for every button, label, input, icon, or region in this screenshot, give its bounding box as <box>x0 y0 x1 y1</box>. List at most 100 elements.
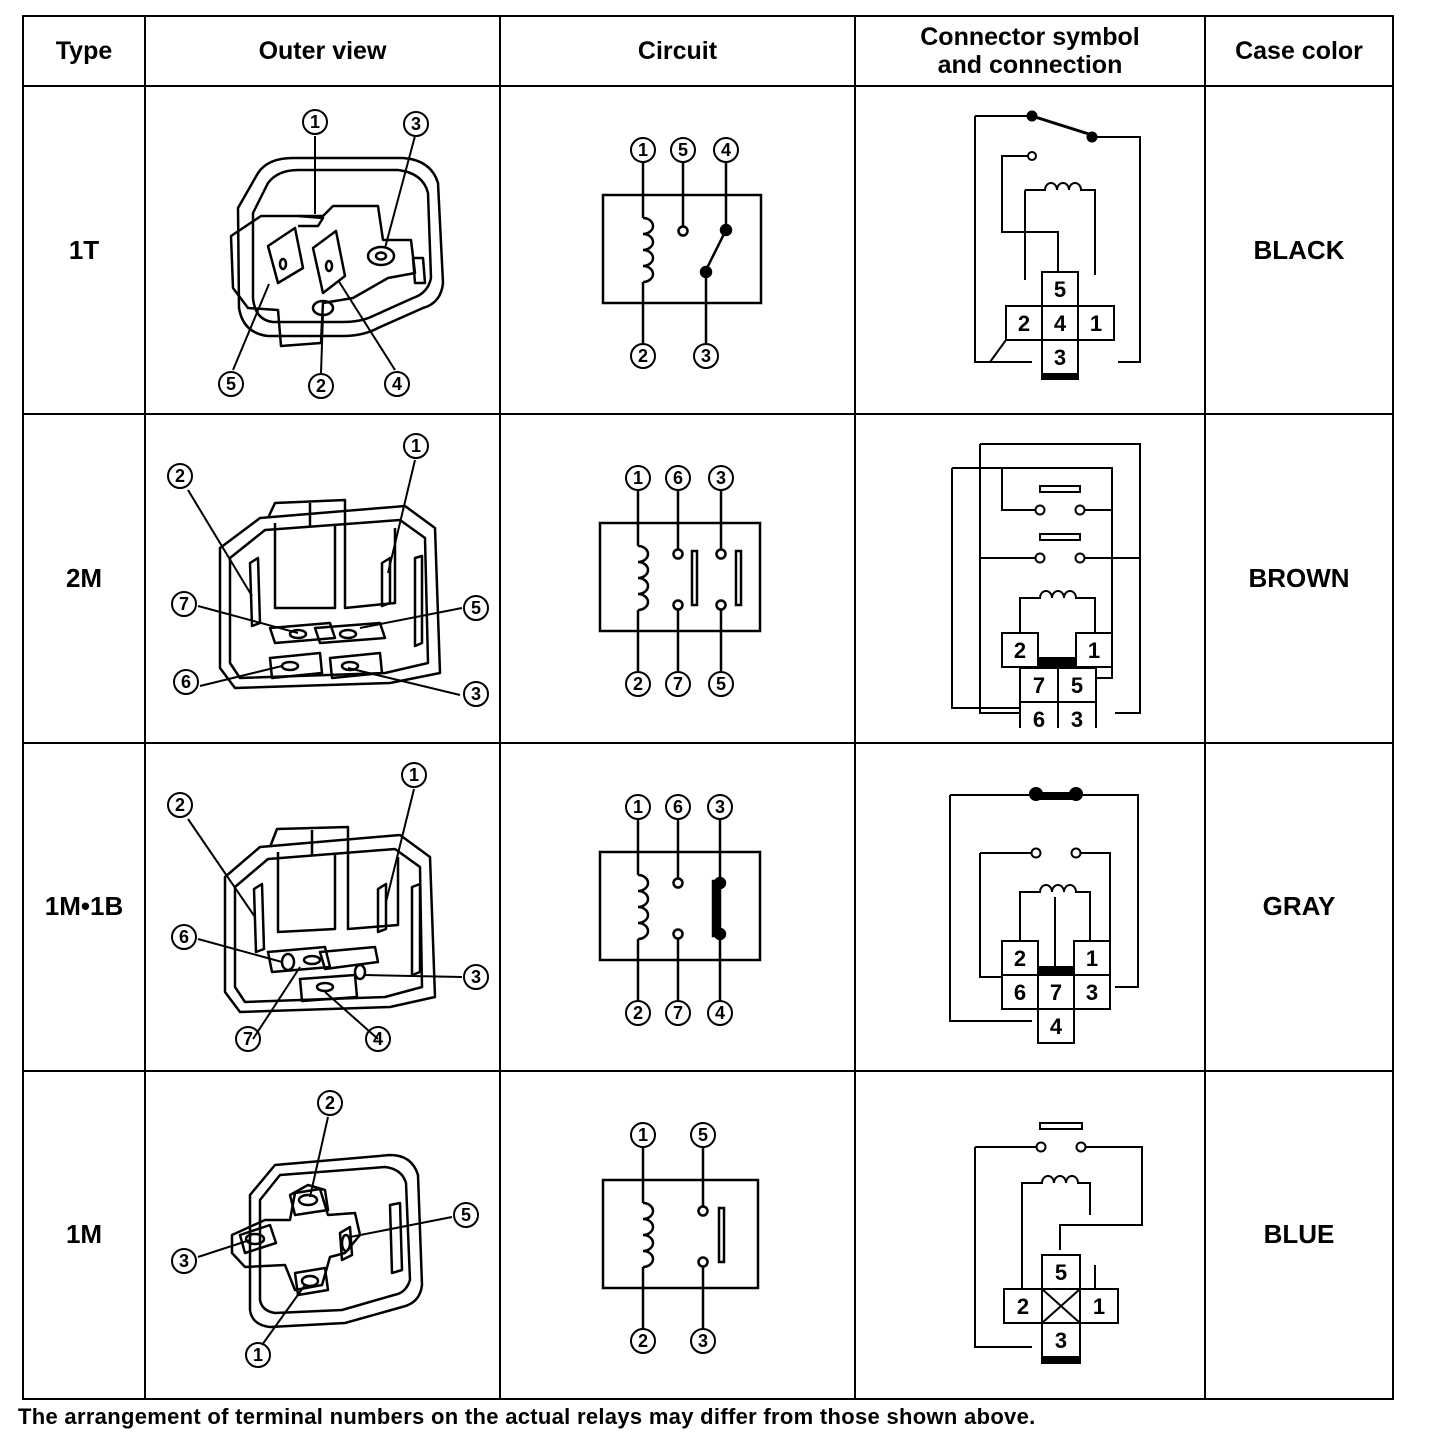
connector-terminal-label: 7 <box>1050 980 1062 1005</box>
outer-terminal-label: 2 <box>315 376 325 396</box>
outer-terminal-label: 5 <box>225 374 235 394</box>
outer-view-cell: 2 1 7 5 6 3 <box>144 413 501 744</box>
connector-terminal-label: 5 <box>1055 1260 1067 1285</box>
circuit-terminal-label: 7 <box>672 674 682 694</box>
relay-type-label: 1T <box>22 84 146 416</box>
case-color-label: BROWN <box>1204 413 1394 744</box>
relay-type-label: 1M <box>22 1069 146 1401</box>
circuit-terminal-label: 1 <box>637 140 647 160</box>
relay-type-label: 2M <box>22 413 146 744</box>
circuit-cell: 1 6 3 2 7 4 <box>499 741 856 1072</box>
connector-terminal-label: 1 <box>1090 311 1102 336</box>
circuit-terminal-label: 1 <box>632 468 642 488</box>
outer-terminal-label: 2 <box>175 795 185 815</box>
outer-view-drawing: 2 5 3 1 <box>171 1089 479 1368</box>
outer-terminal-label: 1 <box>253 1345 263 1365</box>
circuit-terminal-label: 1 <box>637 1125 647 1145</box>
connector-terminal-label: 4 <box>1050 1014 1063 1039</box>
circuit-cell: 1 5 4 2 3 <box>499 84 856 416</box>
case-color-label: GRAY <box>1204 741 1394 1072</box>
connector-terminal-label: 3 <box>1055 1328 1067 1353</box>
outer-terminal-label: 4 <box>391 374 401 394</box>
circuit-terminal-label: 4 <box>720 140 730 160</box>
connector-terminal-label: 2 <box>1014 946 1026 971</box>
circuit-terminal-label: 7 <box>672 1003 682 1023</box>
outer-terminal-label: 7 <box>179 594 189 614</box>
header-connector: Connector symbol and connection <box>854 15 1206 87</box>
outer-terminal-label: 1 <box>309 112 319 132</box>
connector-terminal-label: 6 <box>1033 707 1045 728</box>
circuit-terminal-label: 1 <box>632 797 642 817</box>
outer-view-cell: 1 2 6 3 7 4 <box>144 741 501 1072</box>
connector-terminal-label: 2 <box>1014 638 1026 663</box>
outer-terminal-label: 7 <box>243 1029 253 1049</box>
outer-view-drawing: 1 2 6 3 7 4 <box>167 761 489 1052</box>
relay-type-table: Type Outer view Circuit Connector symbol… <box>22 15 1394 1401</box>
connector-terminal-label: 7 <box>1033 673 1045 698</box>
circuit-terminal-label: 2 <box>637 1331 647 1351</box>
connector-terminal-label: 1 <box>1088 638 1100 663</box>
connector-terminal-label: 2 <box>1017 1294 1029 1319</box>
outer-terminal-label: 1 <box>411 436 421 456</box>
connector-cell: 2 1 6 7 3 4 <box>854 741 1206 1072</box>
circuit-terminal-label: 3 <box>715 468 725 488</box>
header-type: Type <box>22 15 146 87</box>
circuit-terminal-label: 2 <box>632 1003 642 1023</box>
outer-view-drawing: 1 3 5 2 4 <box>217 108 444 399</box>
connector-terminal-label: 3 <box>1071 707 1083 728</box>
circuit-terminal-label: 3 <box>697 1331 707 1351</box>
circuit-terminal-label: 6 <box>672 468 682 488</box>
circuit-terminal-label: 3 <box>714 797 724 817</box>
relay-row-1t: 1T <box>22 84 1394 416</box>
connector-terminal-label: 1 <box>1093 1294 1105 1319</box>
connector-diagram: 5 2 4 1 3 <box>974 110 1141 381</box>
outer-terminal-label: 5 <box>471 598 481 618</box>
header-case-color: Case color <box>1204 15 1394 87</box>
connector-terminal-label: 3 <box>1086 980 1098 1005</box>
connector-diagram: 2 1 6 7 3 4 <box>949 786 1139 1044</box>
outer-terminal-label: 5 <box>461 1205 471 1225</box>
circuit-terminal-label: 5 <box>677 140 687 160</box>
footnote: The arrangement of terminal numbers on t… <box>18 1404 1036 1429</box>
circuit-cell: 1 5 2 3 <box>499 1069 856 1401</box>
relay-row-1m: 1M <box>22 1069 1394 1401</box>
outer-terminal-label: 2 <box>325 1093 335 1113</box>
circuit-terminal-label: 6 <box>672 797 682 817</box>
outer-terminal-label: 3 <box>410 114 420 134</box>
outer-view-cell: 2 5 3 1 <box>144 1069 501 1401</box>
header-outer-view: Outer view <box>144 15 501 87</box>
connector-cell: 5 2 4 1 3 <box>854 84 1206 416</box>
relay-type-label: 1M•1B <box>22 741 146 1072</box>
header-row: Type Outer view Circuit Connector symbol… <box>22 15 1394 87</box>
circuit-terminal-label: 5 <box>697 1125 707 1145</box>
outer-terminal-label: 6 <box>181 672 191 692</box>
circuit-terminal-label: 2 <box>632 674 642 694</box>
relay-row-1m-1b: 1M•1B <box>22 741 1394 1072</box>
connector-terminal-label: 5 <box>1054 277 1066 302</box>
connector-terminal-label: 6 <box>1014 980 1026 1005</box>
outer-terminal-label: 4 <box>373 1029 383 1049</box>
connector-diagram: 2 1 7 5 6 3 <box>951 443 1141 729</box>
outer-terminal-label: 1 <box>409 765 419 785</box>
connector-terminal-label: 4 <box>1054 311 1067 336</box>
circuit-diagram: 1 6 3 2 7 4 <box>598 793 761 1026</box>
circuit-terminal-label: 5 <box>715 674 725 694</box>
connector-diagram: 5 2 1 3 <box>974 1121 1143 1364</box>
outer-terminal-label: 3 <box>471 684 481 704</box>
connector-cell: 5 2 1 3 <box>854 1069 1206 1401</box>
outer-terminal-label: 3 <box>471 967 481 987</box>
connector-cell: 2 1 7 5 6 3 <box>854 413 1206 744</box>
header-connector-line1: Connector symbol <box>920 23 1140 51</box>
connector-terminal-label: 5 <box>1071 673 1083 698</box>
outer-terminal-label: 3 <box>179 1251 189 1271</box>
case-color-label: BLUE <box>1204 1069 1394 1401</box>
connector-terminal-label: 1 <box>1086 946 1098 971</box>
header-connector-line2: and connection <box>937 51 1123 79</box>
outer-view-cell: 1 3 5 2 4 <box>144 84 501 416</box>
circuit-diagram: 1 5 2 3 <box>601 1121 759 1354</box>
outer-view-drawing: 2 1 7 5 6 3 <box>167 433 489 708</box>
circuit-terminal-label: 3 <box>700 346 710 366</box>
case-color-label: BLACK <box>1204 84 1394 416</box>
circuit-diagram: 1 6 3 2 7 5 <box>598 465 761 698</box>
circuit-terminal-label: 2 <box>637 346 647 366</box>
